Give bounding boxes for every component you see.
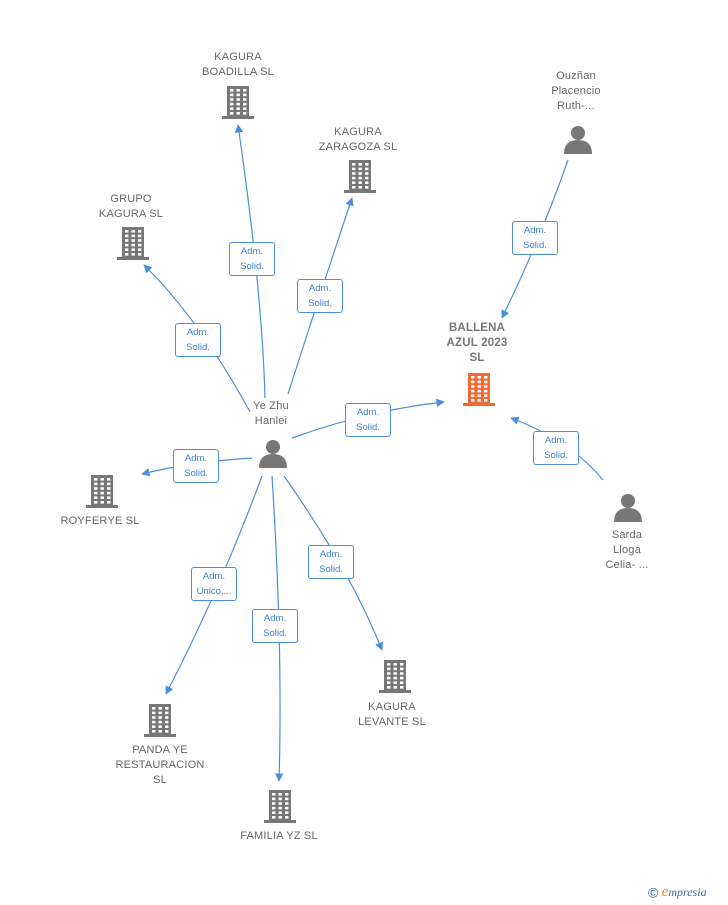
edge-label-yezhu-to-grupo[interactable]: Adm. Solid.: [175, 323, 221, 357]
building-icon-familia: [264, 790, 296, 823]
node-label-ballena[interactable]: BALLENA AZUL 2023 SL: [446, 322, 508, 364]
building-icon-zaragoza: [344, 160, 376, 193]
node-label-zaragoza[interactable]: KAGURA ZARAGOZA SL: [318, 126, 398, 153]
brand-logo[interactable]: empresia: [661, 884, 707, 900]
edge-label-yezhu-to-zaragoza[interactable]: Adm. Solid.: [297, 279, 343, 313]
node-label-ouzhan[interactable]: Ouzñan Placencio Ruth-...: [551, 70, 601, 112]
building-icon-levante: [379, 660, 411, 693]
node-label-panda[interactable]: PANDA YE RESTAURACION SL: [115, 744, 205, 786]
edge-label-sarda-to-ballena[interactable]: Adm. Solid.: [533, 431, 579, 465]
building-icon-ballena: [463, 373, 495, 406]
node-label-familia[interactable]: FAMILIA YZ SL: [240, 830, 318, 842]
node-label-sarda[interactable]: Sarda Lloga Celia- ...: [605, 529, 649, 571]
edge-label-yezhu-to-panda[interactable]: Adm. Unico,...: [191, 567, 237, 601]
edge-label-yezhu-to-ballena[interactable]: Adm. Solid.: [345, 403, 391, 437]
edge-label-ouzhan-to-ballena[interactable]: Adm. Solid.: [512, 221, 558, 255]
person-icon-yezhu: [259, 440, 287, 468]
edge-label-yezhu-to-boadilla[interactable]: Adm. Solid.: [229, 242, 275, 276]
footer-brand[interactable]: © empresia: [648, 884, 728, 904]
icons-layer: [86, 86, 642, 823]
edge-label-yezhu-to-levante[interactable]: Adm. Solid.: [308, 545, 354, 579]
copyright-icon: ©: [648, 884, 659, 901]
building-icon-panda: [144, 704, 176, 737]
node-label-boadilla[interactable]: KAGURA BOADILLA SL: [202, 51, 274, 78]
building-icon-boadilla: [222, 86, 254, 119]
edge-label-yezhu-to-royferye[interactable]: Adm. Solid.: [173, 449, 219, 483]
building-icon-grupo: [117, 227, 149, 260]
person-icon-sarda: [614, 494, 642, 522]
node-label-yezhu[interactable]: Ye Zhu Hanlei: [253, 400, 289, 427]
node-label-levante[interactable]: KAGURA LEVANTE SL: [358, 701, 426, 728]
building-icon-royferye: [86, 475, 118, 508]
node-label-royferye[interactable]: ROYFERYE SL: [60, 515, 140, 527]
node-label-grupo[interactable]: GRUPO KAGURA SL: [98, 193, 164, 220]
edge-label-yezhu-to-familia[interactable]: Adm. Solid.: [252, 609, 298, 643]
person-icon-ouzhan: [564, 126, 592, 154]
